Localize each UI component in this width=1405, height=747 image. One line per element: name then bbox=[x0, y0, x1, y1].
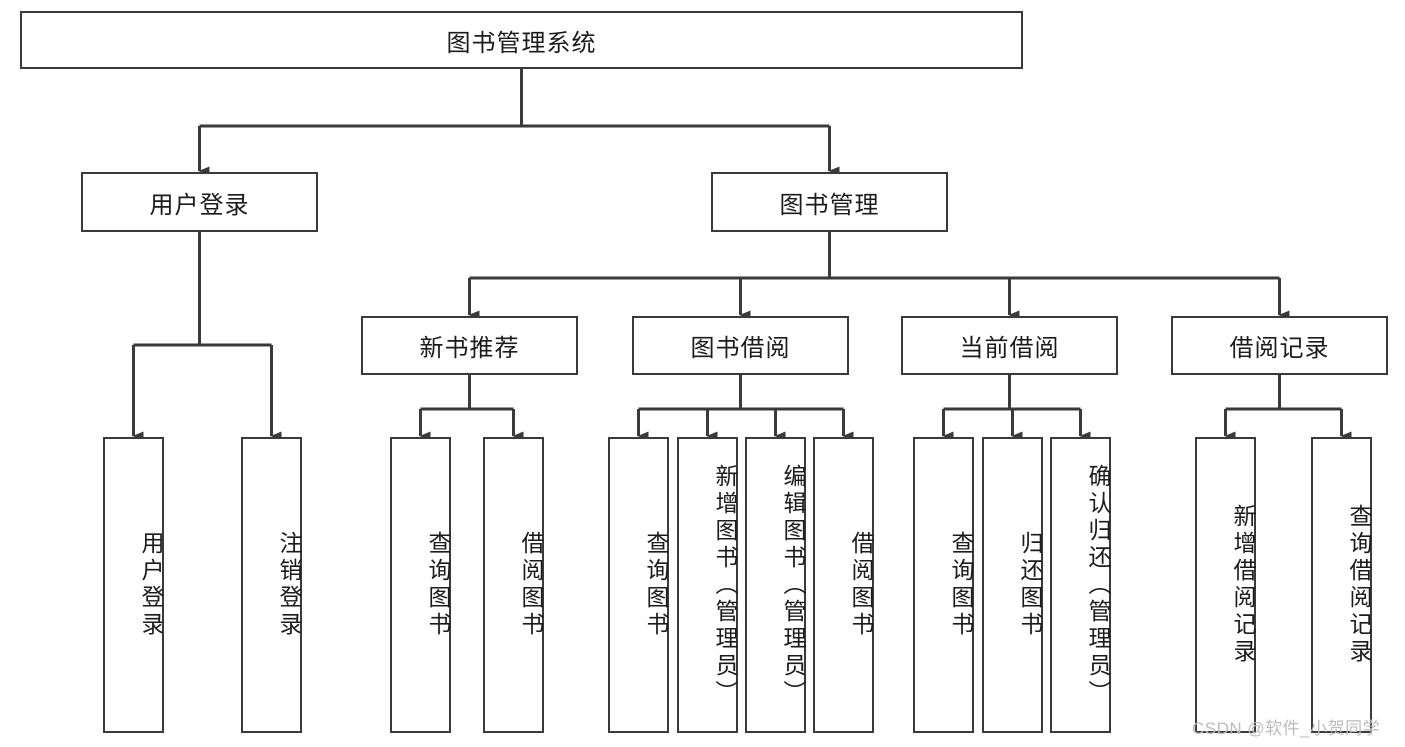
leaf-query-book-borrowing[interactable]: 查询图书 bbox=[608, 437, 669, 733]
leaf-add-borrowing-record[interactable]: 新增借阅记录 bbox=[1195, 437, 1256, 733]
connector-group bbox=[132, 69, 1352, 441]
node-book-management[interactable]: 图书管理 bbox=[711, 172, 948, 232]
node-label: 新增借阅记录 bbox=[1230, 504, 1256, 666]
leaf-borrow-book[interactable]: 借阅图书 bbox=[813, 437, 874, 733]
leaf-query-borrowing-record[interactable]: 查询借阅记录 bbox=[1311, 437, 1372, 733]
leaf-borrow-book-recommendation[interactable]: 借阅图书 bbox=[483, 437, 544, 733]
leaf-query-book-current[interactable]: 查询图书 bbox=[913, 437, 974, 733]
node-label: 确认归还（管理员） bbox=[1085, 463, 1111, 707]
leaf-user-login[interactable]: 用户登录 bbox=[103, 437, 164, 733]
node-label: 当前借阅 bbox=[959, 335, 1060, 362]
node-label: 查询图书 bbox=[643, 531, 669, 639]
node-borrowing-records[interactable]: 借阅记录 bbox=[1171, 316, 1388, 375]
node-label: 借阅记录 bbox=[1229, 335, 1330, 362]
node-label: 注销登录 bbox=[276, 531, 302, 639]
node-label: 图书借阅 bbox=[690, 335, 791, 362]
node-user-login[interactable]: 用户登录 bbox=[81, 172, 318, 232]
node-label: 用户登录 bbox=[149, 191, 250, 219]
node-label: 新增图书（管理员） bbox=[712, 463, 738, 707]
node-book-borrowing[interactable]: 图书借阅 bbox=[632, 316, 849, 375]
leaf-edit-book-admin[interactable]: 编辑图书（管理员） bbox=[745, 437, 806, 733]
node-current-borrowing[interactable]: 当前借阅 bbox=[901, 316, 1118, 375]
node-label: 用户登录 bbox=[138, 531, 164, 639]
node-label: 编辑图书（管理员） bbox=[780, 463, 806, 707]
node-book-management-system[interactable]: 图书管理系统 bbox=[20, 11, 1023, 69]
leaf-logout[interactable]: 注销登录 bbox=[241, 437, 302, 733]
leaf-return-book[interactable]: 归还图书 bbox=[982, 437, 1043, 733]
node-label: 查询图书 bbox=[948, 531, 974, 639]
node-label: 查询借阅记录 bbox=[1346, 504, 1372, 666]
node-label: 图书管理系统 bbox=[446, 29, 597, 57]
node-label: 新书推荐 bbox=[419, 335, 520, 362]
node-new-book-recommendation[interactable]: 新书推荐 bbox=[361, 316, 578, 375]
leaf-add-book-admin[interactable]: 新增图书（管理员） bbox=[677, 437, 738, 733]
node-label: 归还图书 bbox=[1017, 531, 1043, 639]
node-label: 图书管理 bbox=[779, 191, 880, 219]
leaf-query-book-recommendation[interactable]: 查询图书 bbox=[390, 437, 451, 733]
leaf-confirm-return-admin[interactable]: 确认归还（管理员） bbox=[1050, 437, 1111, 733]
node-label: 查询图书 bbox=[425, 531, 451, 639]
node-label: 借阅图书 bbox=[848, 531, 874, 639]
node-label: 借阅图书 bbox=[518, 531, 544, 639]
